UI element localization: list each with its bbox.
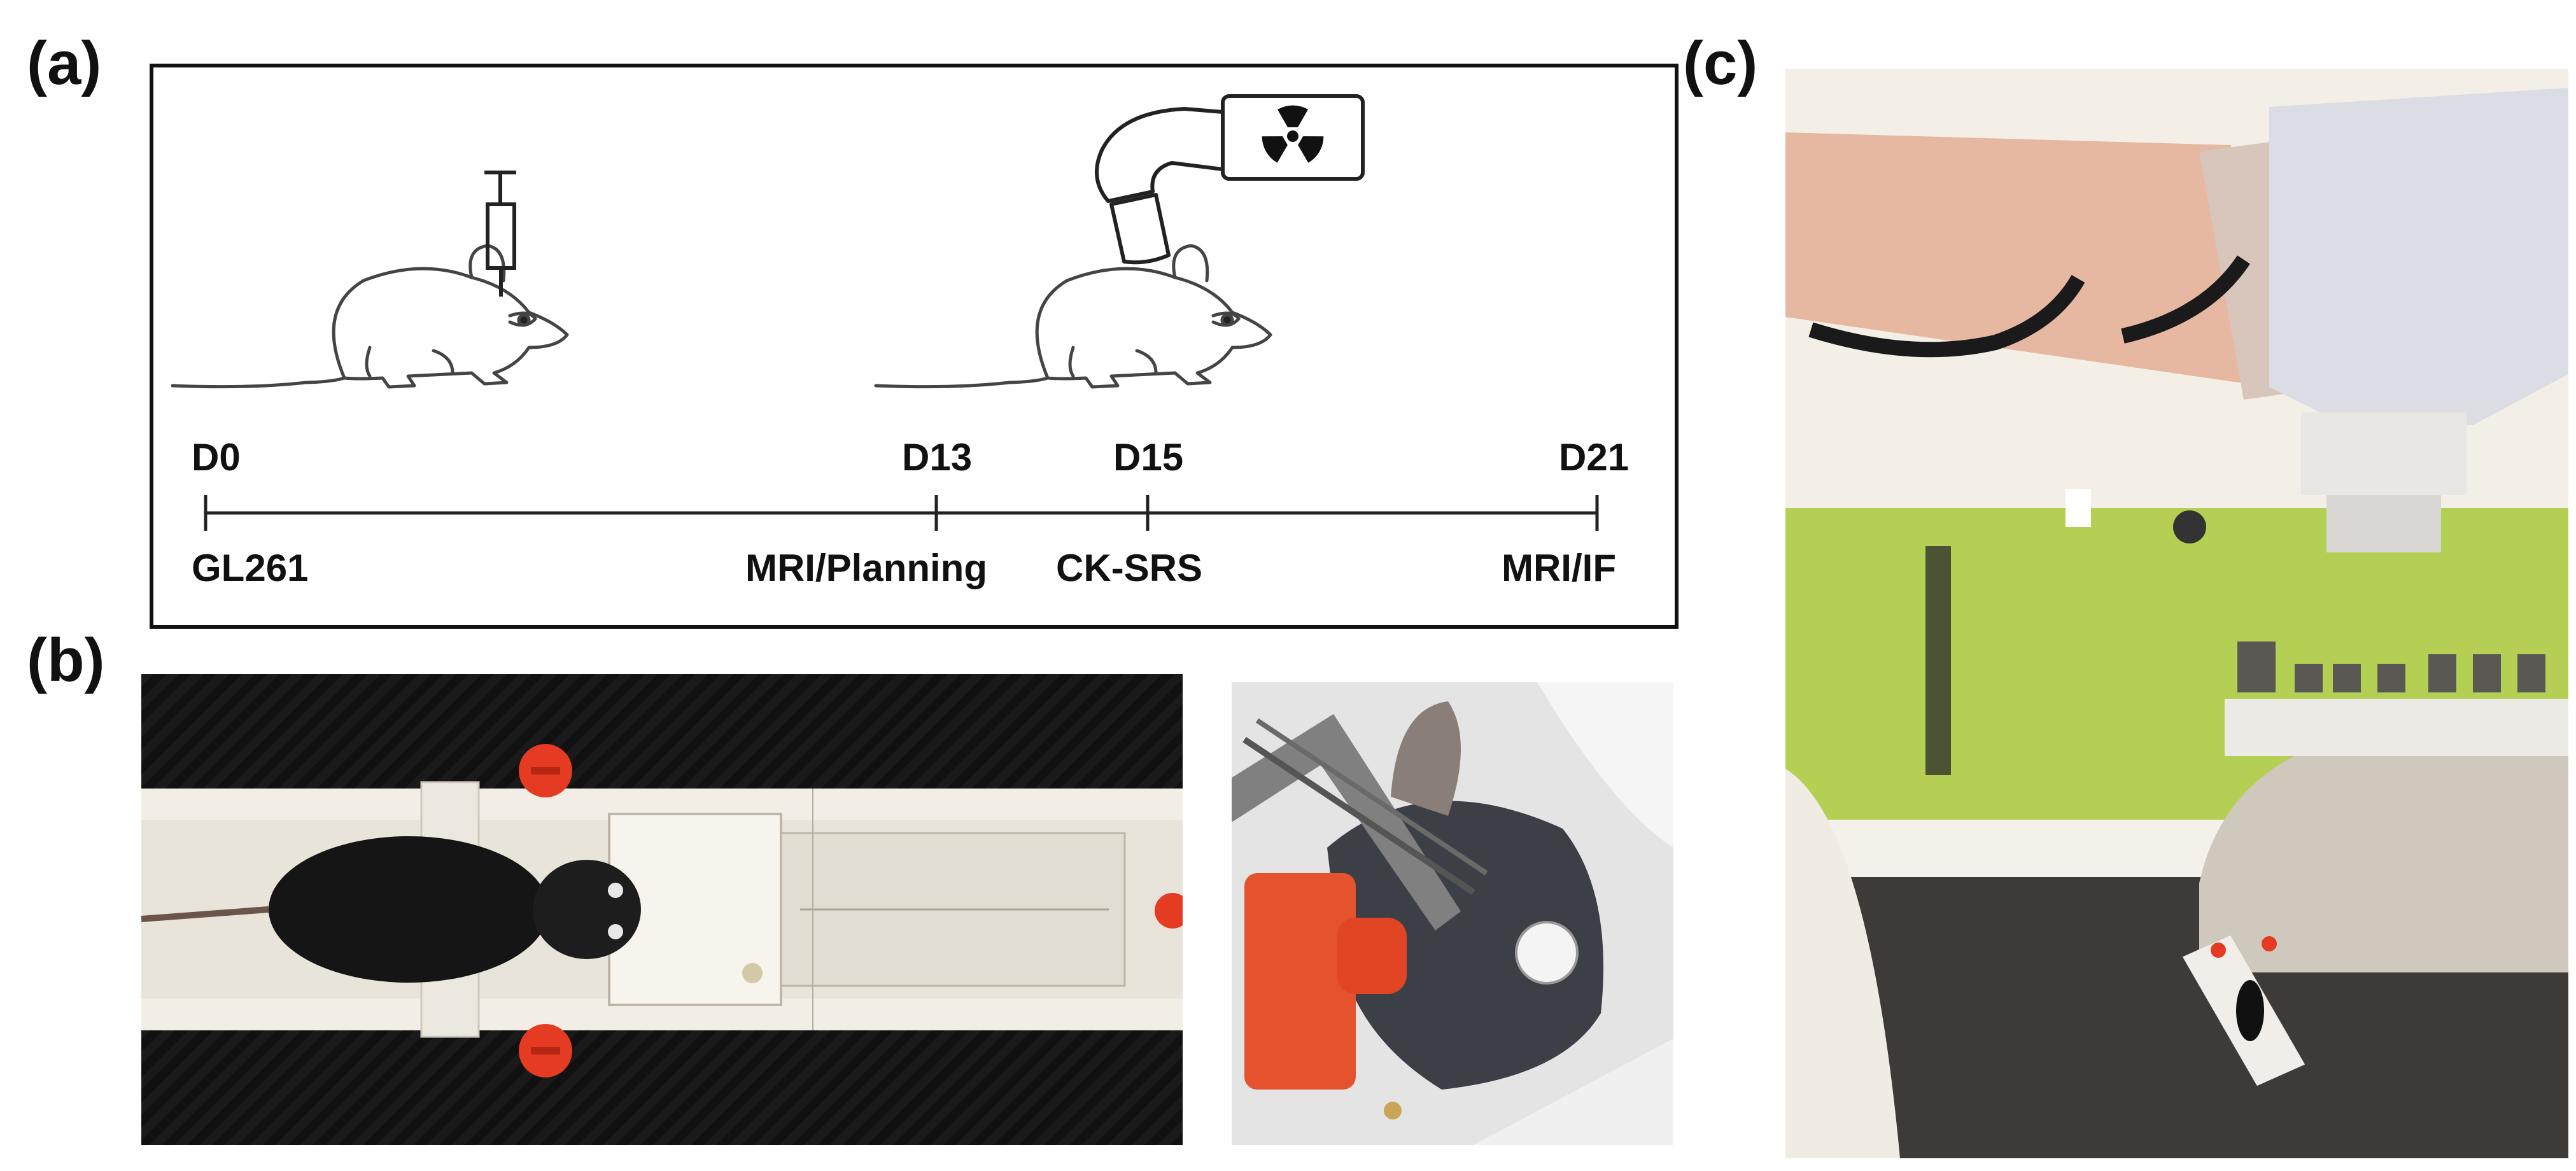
event-mri-if: MRI/IF [1502, 547, 1616, 589]
mouse-icon [171, 244, 569, 389]
panel-b-label: (b) [27, 626, 105, 694]
event-ck-srs: CK-SRS [1056, 547, 1203, 589]
panel-c-label: (c) [1683, 29, 1758, 97]
timeline-diagram [171, 94, 1599, 531]
mouse-head-fixation-closeup-photo [1232, 682, 1673, 1145]
event-mri-planning: MRI/Planning [745, 547, 987, 589]
cyberknife-treatment-room-photo [1785, 69, 2568, 1158]
radiation-icon [1262, 105, 1324, 163]
timeline-panel: D0 D13 D15 D21 GL261 MRI/Planning CK-SRS… [150, 64, 1679, 629]
timepoint-d21: D21 [1559, 436, 1629, 479]
timepoint-d0: D0 [192, 436, 241, 479]
mouse-icon-2 [874, 244, 1272, 389]
linac-icon [1095, 94, 1365, 265]
panel-a-label: (a) [27, 29, 102, 97]
timepoint-d15: D15 [1113, 436, 1184, 479]
timepoint-d13: D13 [902, 436, 973, 479]
event-gl261: GL261 [192, 547, 309, 589]
mouse-immobilization-holder-photo [141, 674, 1183, 1145]
syringe-icon [484, 171, 516, 297]
